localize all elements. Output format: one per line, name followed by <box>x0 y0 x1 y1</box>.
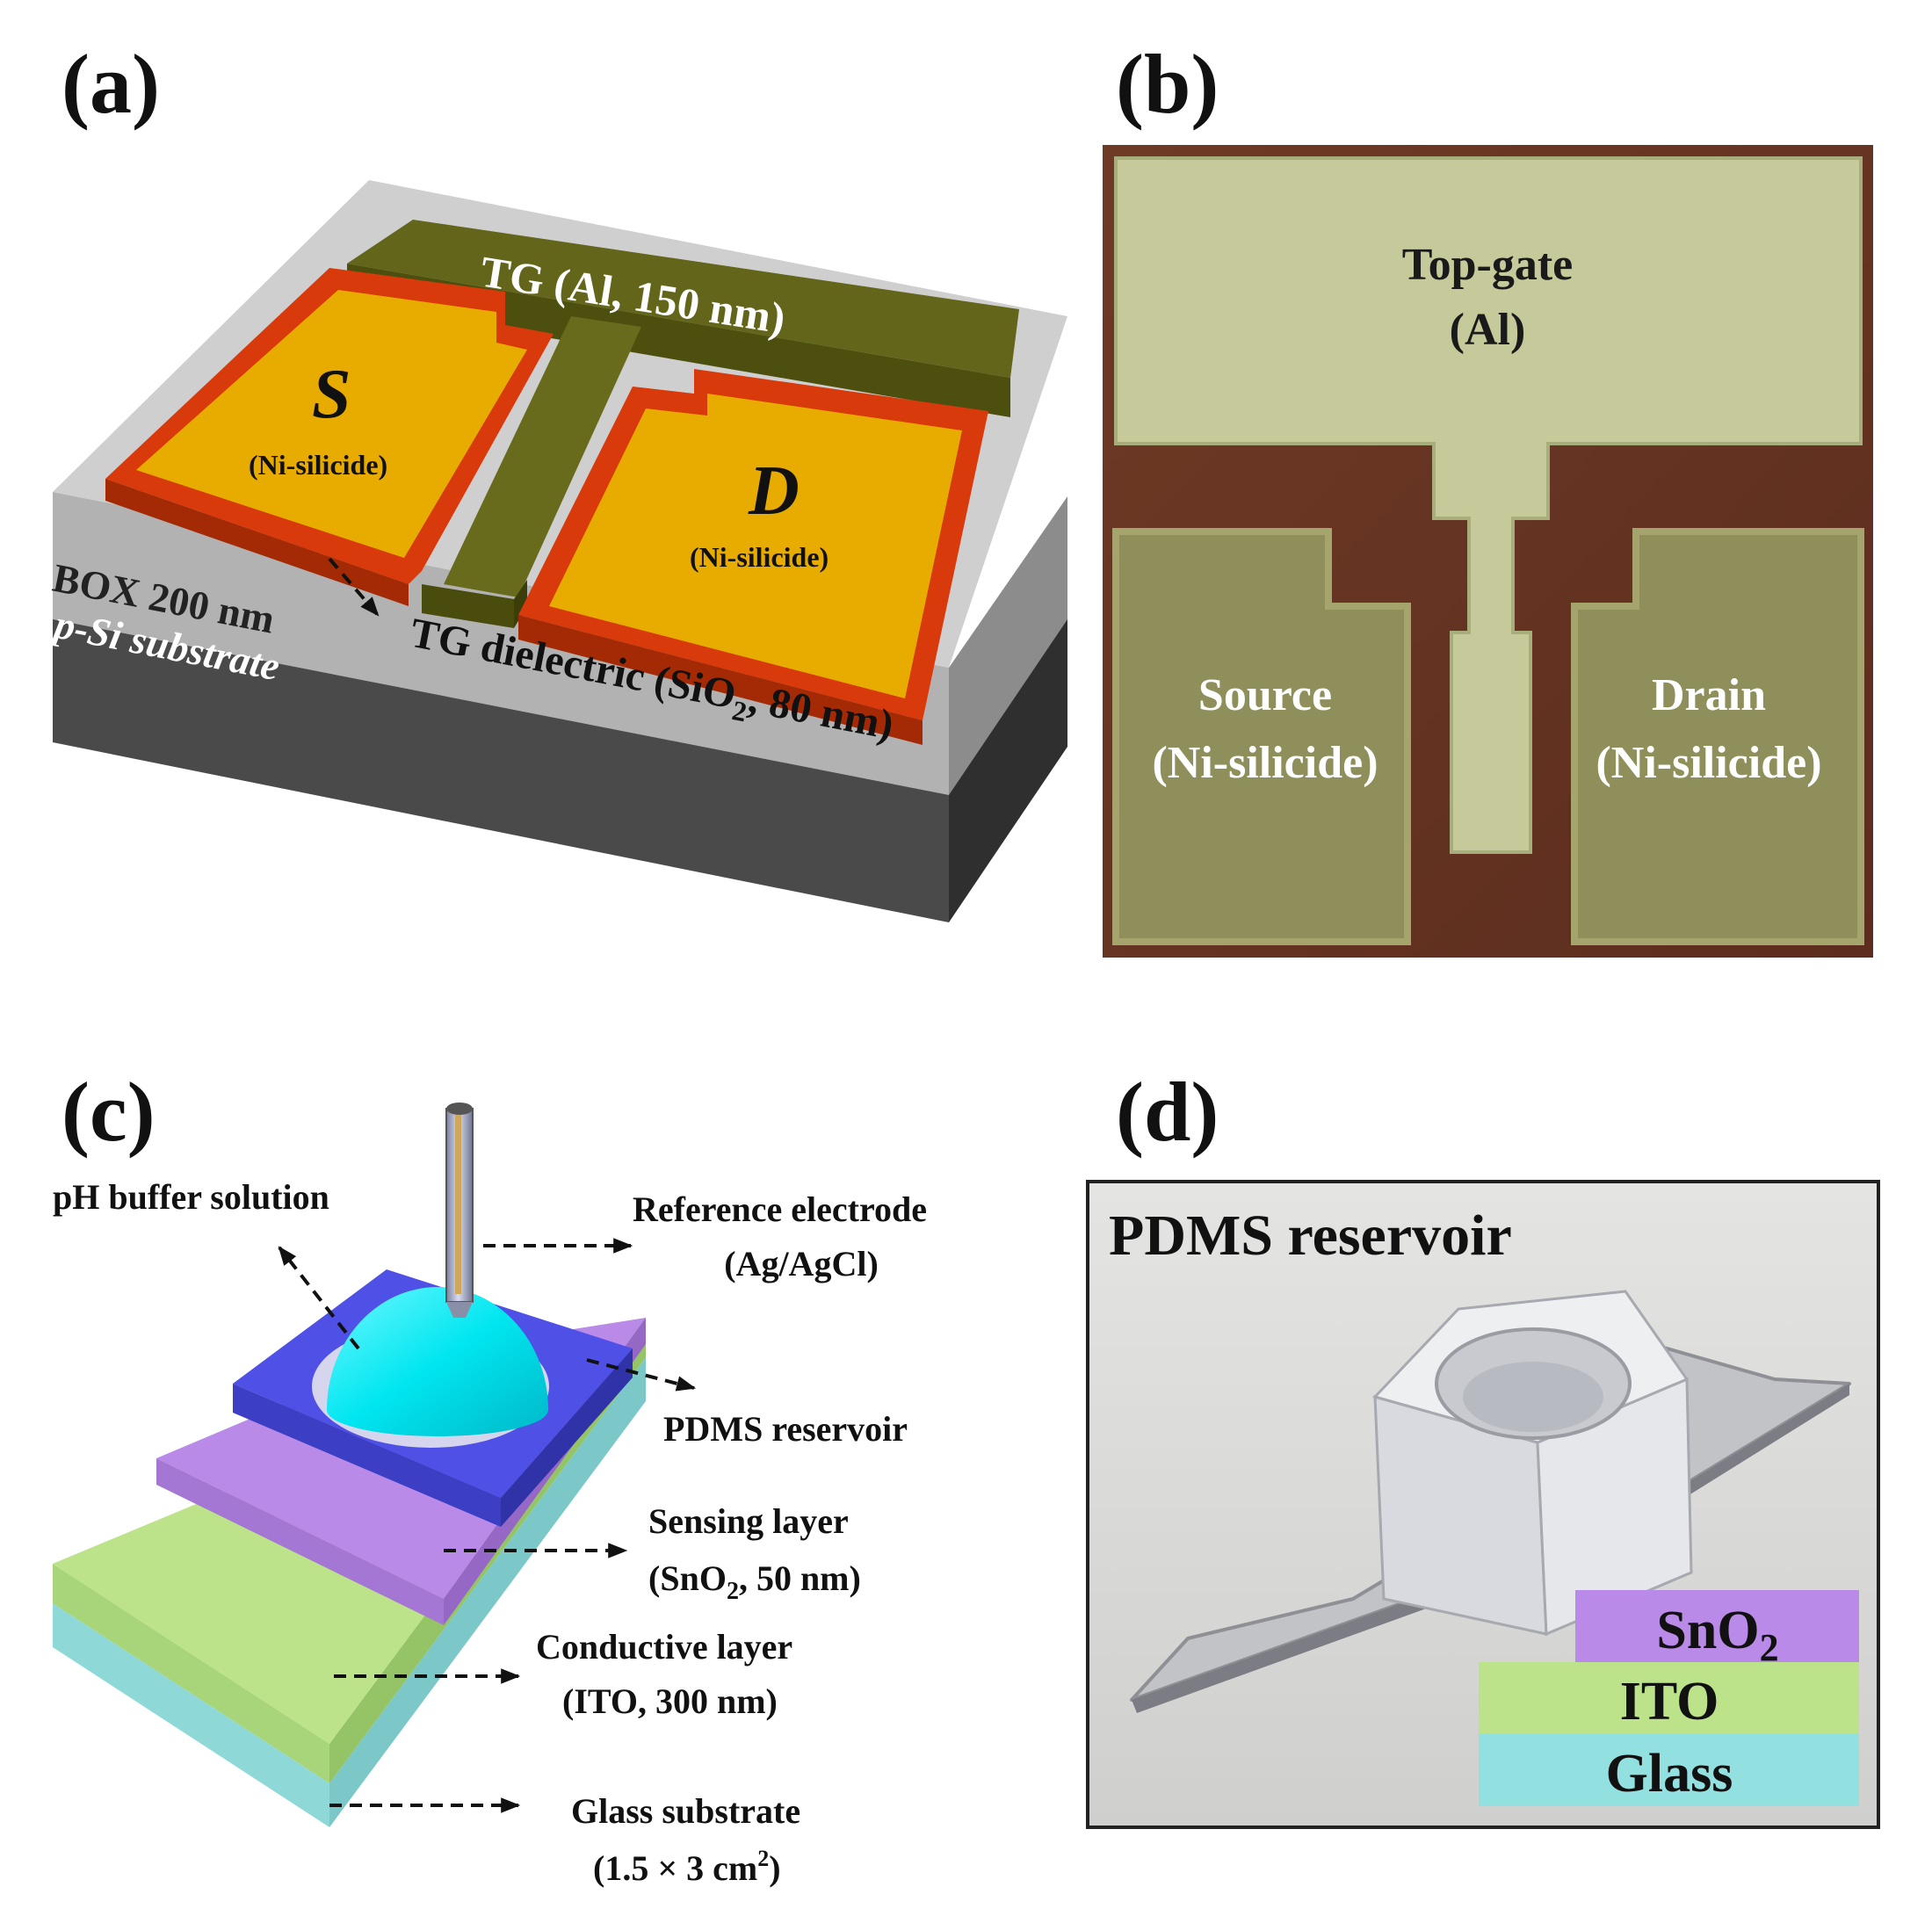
ph-drop <box>327 1287 548 1436</box>
sensing-layer-label: Sensing layer <box>648 1501 849 1541</box>
tg-stem-side <box>514 580 527 628</box>
psi-substrate-right <box>949 615 1067 922</box>
conductive-layer-label: Conductive layer <box>536 1627 792 1667</box>
legend-ito <box>1479 1662 1859 1734</box>
panel-label-d: (d) <box>1116 1065 1219 1159</box>
pdms-arrow <box>586 1358 697 1392</box>
legend-sno2 <box>1575 1590 1859 1662</box>
reference-electrode-cap <box>446 1103 473 1115</box>
drain-material-b: (Ni-silicide) <box>1596 738 1821 788</box>
panel-label-a: (a) <box>62 37 160 131</box>
sno2-front <box>156 1458 444 1625</box>
panel-c-sensor-3d: pH buffer solution Reference electrode (… <box>53 1103 927 1888</box>
top-gate-pad <box>1114 156 1863 854</box>
glass-substrate-label: Glass substrate <box>571 1791 800 1831</box>
source-pad <box>136 290 527 558</box>
legend-ito-label: ITO <box>1620 1672 1719 1732</box>
pdms-right <box>501 1348 633 1527</box>
reference-electrode-material: (Ag/AgCl) <box>724 1244 879 1283</box>
reference-electrode-label: Reference electrode <box>633 1189 927 1229</box>
legend-glass <box>1479 1734 1859 1806</box>
tg-bar-front <box>347 264 1010 417</box>
panel-b-micrograph: Top-gate (Al) Source (Ni-silicide) Drain… <box>1103 145 1873 958</box>
ito-front <box>53 1564 329 1783</box>
source-material: (Ni-silicide) <box>249 449 387 481</box>
pdms-label-c: PDMS reservoir <box>663 1409 908 1449</box>
reference-electrode-tip <box>446 1302 473 1318</box>
tg-stem-top <box>444 316 641 597</box>
drain-material: (Ni-silicide) <box>690 541 829 573</box>
source-border-side <box>105 479 409 606</box>
tg-stem-front <box>422 584 514 628</box>
top-gate-material: (Al) <box>1450 305 1526 355</box>
pdms-front <box>233 1384 501 1527</box>
dielectric-arrow <box>328 557 380 617</box>
glass-front <box>53 1603 329 1827</box>
conductive-layer-material: (ITO, 300 nm) <box>562 1681 778 1721</box>
drain-border-side <box>518 615 923 745</box>
box-layer-side <box>53 492 949 795</box>
source-letter: S <box>312 356 351 433</box>
source-pad-b <box>1112 528 1411 945</box>
pdms-block-hole-inner <box>1463 1362 1603 1432</box>
sensing-layer-material: (SnO2, 50 nm) <box>648 1558 861 1605</box>
tg-bar-top <box>347 220 1019 378</box>
panel-a-device-3d: TG (Al, 150 nm) S (Ni-silicide) D (Ni-si… <box>47 180 1067 922</box>
reference-electrode-wire <box>455 1114 461 1294</box>
legend-glass-label: Glass <box>1606 1744 1733 1804</box>
panel-label-b: (b) <box>1116 37 1219 131</box>
top-gate-label: Top-gate <box>1402 240 1574 290</box>
ph-buffer-arrow <box>278 1246 360 1350</box>
box-layer-right <box>949 496 1067 795</box>
source-label-b: Source <box>1198 670 1332 720</box>
pdms-reservoir-title: PDMS reservoir <box>1109 1204 1512 1268</box>
ph-buffer-label: pH buffer solution <box>53 1177 329 1217</box>
source-material-b: (Ni-silicide) <box>1152 738 1378 788</box>
drain-label-b: Drain <box>1652 670 1766 720</box>
panel-label-c: (c) <box>62 1065 156 1159</box>
drain-pad-b <box>1571 528 1864 945</box>
panel-d-photo: PDMS reservoir SnO2 ITO Glass <box>1086 1180 1880 1829</box>
legend-sno2-label: SnO2 <box>1656 1601 1778 1669</box>
psi-substrate-side <box>53 615 949 922</box>
drain-letter: D <box>748 452 800 530</box>
glass-right <box>329 1357 646 1827</box>
glass-substrate-material: (1.5 × 3 cm2) <box>593 1846 781 1888</box>
drain-pad <box>549 394 962 698</box>
glass-slide-edge <box>1132 1384 1849 1713</box>
